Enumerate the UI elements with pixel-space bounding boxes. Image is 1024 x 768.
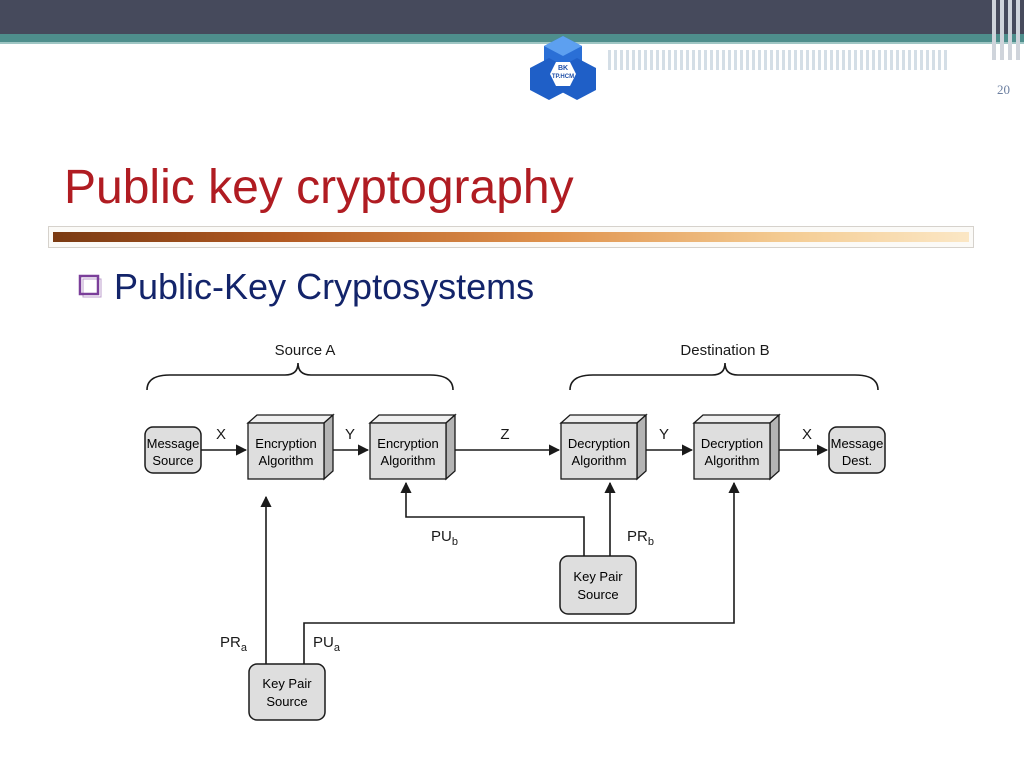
edge-label-y: Y bbox=[659, 426, 669, 443]
node-label: Key Pair bbox=[262, 676, 312, 691]
header-stripe bbox=[1016, 0, 1020, 60]
slide-subtitle: Public-Key Cryptosystems bbox=[114, 266, 535, 307]
message-dest-node: Message Dest. bbox=[828, 426, 886, 474]
node-label: Source bbox=[266, 694, 307, 709]
node-label: Dest. bbox=[842, 453, 872, 468]
edge-label-x: X bbox=[216, 426, 226, 443]
logo-text: BK bbox=[558, 65, 568, 72]
group-label-destination: Destination B bbox=[680, 342, 769, 359]
header-bar bbox=[0, 0, 1024, 34]
title-divider bbox=[48, 226, 974, 248]
university-logo: BK TP.HCM bbox=[530, 36, 596, 100]
node-label: Algorithm bbox=[705, 453, 760, 468]
bullet-box-icon bbox=[78, 274, 102, 298]
node-label: Key Pair bbox=[573, 569, 623, 584]
message-source-node: Message Source bbox=[144, 426, 202, 474]
node-label: Algorithm bbox=[259, 453, 314, 468]
node-label: Algorithm bbox=[381, 453, 436, 468]
edge-label-pra: PRa bbox=[220, 634, 248, 654]
node-label: Decryption bbox=[701, 436, 763, 451]
key-pair-source-b-node: Key Pair Source bbox=[559, 555, 637, 615]
destination-brace bbox=[569, 362, 879, 391]
edge-label-pua: PUa bbox=[313, 634, 341, 654]
page-number: 20 bbox=[997, 82, 1010, 97]
edge-pua bbox=[303, 481, 740, 664]
header-stripe bbox=[1008, 0, 1012, 60]
node-label: Source bbox=[152, 453, 193, 468]
public-key-diagram: Source A Destination B Message Source En… bbox=[144, 342, 886, 721]
header-thin-line bbox=[0, 42, 1024, 44]
edge-label-prb: PRb bbox=[627, 528, 654, 548]
node-label: Encryption bbox=[255, 436, 316, 451]
node-label: Algorithm bbox=[572, 453, 627, 468]
logo-text: TP.HCM bbox=[552, 74, 574, 80]
group-label-source: Source A bbox=[275, 342, 336, 359]
edge-label-pub: PUb bbox=[431, 528, 458, 548]
slide-title: Public key cryptography bbox=[64, 161, 574, 214]
node-label: Message bbox=[831, 436, 884, 451]
header-stripe bbox=[992, 0, 996, 60]
decryption-algorithm-box-1: Decryption Algorithm bbox=[559, 413, 648, 481]
encryption-algorithm-box-1: Encryption Algorithm bbox=[246, 413, 335, 481]
edge-label-x: X bbox=[802, 426, 812, 443]
edge-label-y: Y bbox=[345, 426, 355, 443]
header-accent-bar bbox=[0, 34, 1024, 42]
node-label: Message bbox=[147, 436, 200, 451]
source-brace bbox=[146, 362, 454, 391]
header-pattern bbox=[608, 50, 948, 70]
key-pair-source-a-node: Key Pair Source bbox=[248, 663, 326, 721]
edge-label-z: Z bbox=[500, 426, 509, 443]
node-label: Encryption bbox=[377, 436, 438, 451]
header-stripe bbox=[1000, 0, 1004, 60]
decryption-algorithm-box-2: Decryption Algorithm bbox=[692, 413, 781, 481]
node-label: Decryption bbox=[568, 436, 630, 451]
encryption-algorithm-box-2: Encryption Algorithm bbox=[368, 413, 457, 481]
node-label: Source bbox=[577, 587, 618, 602]
edge-pub bbox=[400, 481, 585, 556]
